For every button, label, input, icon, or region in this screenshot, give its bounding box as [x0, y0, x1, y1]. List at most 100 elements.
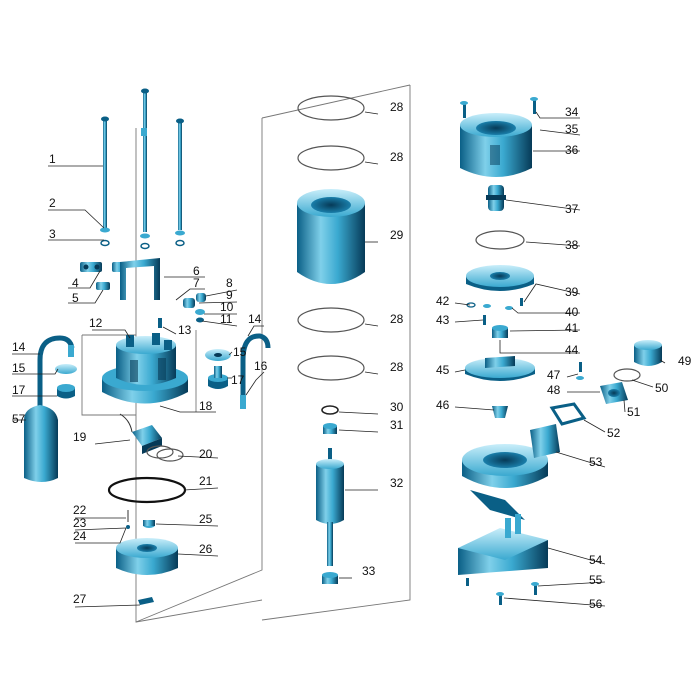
- label-1: 1: [49, 152, 56, 166]
- label-14-left: 14: [12, 340, 26, 354]
- label-18: 18: [199, 399, 213, 413]
- label-54: 54: [589, 553, 603, 567]
- part-45-impeller: [465, 356, 535, 381]
- part-41-44-shaft-sleeve: [492, 325, 508, 338]
- label-47: 47: [547, 368, 561, 382]
- label-28-a: 28: [390, 100, 404, 114]
- label-28-c: 28: [390, 312, 404, 326]
- label-10: 10: [220, 300, 234, 314]
- label-51: 51: [627, 405, 641, 419]
- part-2-3-washers: [100, 227, 185, 250]
- label-15-right: 15: [233, 345, 247, 359]
- label-17-left: 17: [12, 383, 26, 397]
- label-17-right: 17: [231, 373, 245, 387]
- part-22-25-bearing-and-pins: [126, 510, 155, 529]
- leader-lines: [12, 111, 666, 608]
- label-34: 34: [565, 105, 579, 119]
- label-36: 36: [565, 143, 579, 157]
- label-50: 50: [655, 381, 669, 395]
- label-19: 19: [73, 430, 87, 444]
- label-12: 12: [89, 316, 103, 330]
- label-53: 53: [589, 455, 603, 469]
- label-28-b: 28: [390, 150, 404, 164]
- label-27: 27: [73, 592, 87, 606]
- label-44: 44: [565, 343, 579, 357]
- label-8: 8: [226, 276, 233, 290]
- part-52-gasket: [549, 402, 587, 426]
- part-21-o-ring: [107, 476, 187, 504]
- label-5: 5: [72, 291, 79, 305]
- label-31: 31: [390, 418, 404, 432]
- label-30: 30: [390, 400, 404, 414]
- part-14-cable-right: [240, 333, 271, 409]
- label-9: 9: [226, 288, 233, 302]
- part-27-key: [138, 597, 154, 605]
- label-25: 25: [199, 512, 213, 526]
- label-29: 29: [390, 228, 404, 242]
- label-15-left: 15: [12, 361, 26, 375]
- label-56: 56: [589, 597, 603, 611]
- part-number-labels: 1 2 3 4 5 6 7 8 9 10 11 12 13 14 14 15 1…: [12, 100, 692, 611]
- label-24: 24: [73, 529, 87, 543]
- part-19-20-capacitor-and-rings: [119, 413, 184, 462]
- label-38: 38: [565, 238, 579, 252]
- label-7: 7: [193, 276, 200, 290]
- label-48: 48: [547, 383, 561, 397]
- label-33: 33: [362, 564, 376, 578]
- label-55: 55: [589, 573, 603, 587]
- label-45: 45: [436, 363, 450, 377]
- label-35: 35: [565, 122, 579, 136]
- part-53-pump-casing: [462, 424, 560, 520]
- part-14-57-float-switch: [24, 335, 77, 482]
- label-46: 46: [436, 398, 450, 412]
- part-39-seal-plate: [466, 265, 534, 291]
- label-26: 26: [199, 542, 213, 556]
- part-18-motor-top-cover: [102, 333, 188, 404]
- part-34-35-bolts-top: [460, 97, 538, 118]
- part-33-lower-bearing: [322, 572, 338, 584]
- label-22: 22: [73, 503, 87, 517]
- part-29-stator-housing: [297, 189, 365, 284]
- label-52: 52: [607, 426, 621, 440]
- part-55-56-foot-bolts: [466, 578, 539, 605]
- label-32: 32: [390, 476, 404, 490]
- label-11: 11: [220, 312, 233, 326]
- label-2: 2: [49, 196, 56, 210]
- part-37-mechanical-seal: [486, 185, 506, 211]
- part-38-o-ring: [475, 230, 525, 250]
- label-57: 57: [12, 412, 26, 426]
- part-32-rotor-shaft: [316, 448, 344, 566]
- label-23: 23: [73, 516, 87, 530]
- part-1-tie-rods: [101, 88, 184, 232]
- label-6: 6: [193, 264, 200, 278]
- label-39: 39: [565, 285, 579, 299]
- label-41: 41: [565, 321, 579, 335]
- part-40-43-small-hardware: [466, 298, 523, 325]
- part-30-31-seal-and-bearing: [321, 405, 339, 434]
- label-49: 49: [678, 354, 692, 368]
- label-13: 13: [178, 323, 192, 337]
- label-20: 20: [199, 447, 213, 461]
- label-3: 3: [49, 227, 56, 241]
- label-28-d: 28: [390, 360, 404, 374]
- part-7-13-small-fittings: [158, 293, 206, 328]
- part-6-bracket: [120, 258, 160, 300]
- label-21: 21: [199, 474, 213, 488]
- part-4-5-terminal-clamps: [80, 262, 126, 290]
- label-43: 43: [436, 313, 450, 327]
- label-16: 16: [254, 359, 268, 373]
- part-28-o-rings: [297, 95, 365, 381]
- label-14-right: 14: [248, 312, 262, 326]
- label-40: 40: [565, 305, 579, 319]
- part-54-base-stand: [458, 514, 548, 575]
- label-4: 4: [72, 276, 79, 290]
- part-26-bearing-housing: [116, 538, 178, 575]
- label-37: 37: [565, 202, 579, 216]
- part-47-51-discharge-fittings: [576, 340, 662, 404]
- part-46-impeller-nut: [492, 406, 508, 418]
- part-15-17-cable-glands-right: [205, 349, 231, 389]
- label-42: 42: [436, 294, 450, 308]
- part-36-upper-housing: [460, 113, 532, 177]
